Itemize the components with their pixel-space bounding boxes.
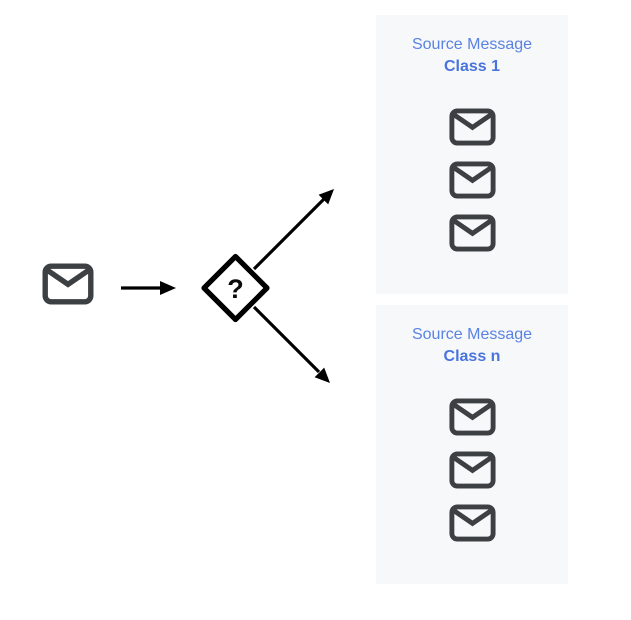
panel-title-line1: Source Message: [411, 326, 533, 343]
branch-down-arrowhead-icon: [314, 367, 330, 383]
class-panel-1: Source Message Class 1: [376, 15, 568, 294]
panel-title-line2: Class 1: [443, 58, 501, 75]
decision-diamond-shape: [201, 253, 270, 323]
class-panel-1-title: Source Message Class 1: [376, 15, 568, 78]
mail-icon: [448, 214, 496, 252]
class-panel-n-title: Source Message Class n: [376, 305, 568, 368]
mail-icon: [448, 108, 496, 146]
class-1-message-stack: [376, 108, 568, 252]
class-panel-n: Source Message Class n: [376, 305, 568, 584]
input-arrowhead-icon: [160, 281, 176, 295]
class-n-message-stack: [376, 398, 568, 542]
mail-icon: [448, 451, 496, 489]
branch-up-arrowhead-icon: [318, 189, 334, 205]
mail-icon: [448, 398, 496, 436]
panel-title-line1: Source Message: [411, 36, 533, 53]
branch-up-arrow-line: [252, 197, 326, 271]
decision-question-mark: ?: [227, 274, 244, 304]
mail-icon: [448, 504, 496, 542]
branch-down-arrow-line: [252, 305, 321, 374]
input-mail-icon: [42, 263, 94, 305]
panel-title-line2: Class n: [443, 348, 501, 365]
mail-icon: [448, 161, 496, 199]
